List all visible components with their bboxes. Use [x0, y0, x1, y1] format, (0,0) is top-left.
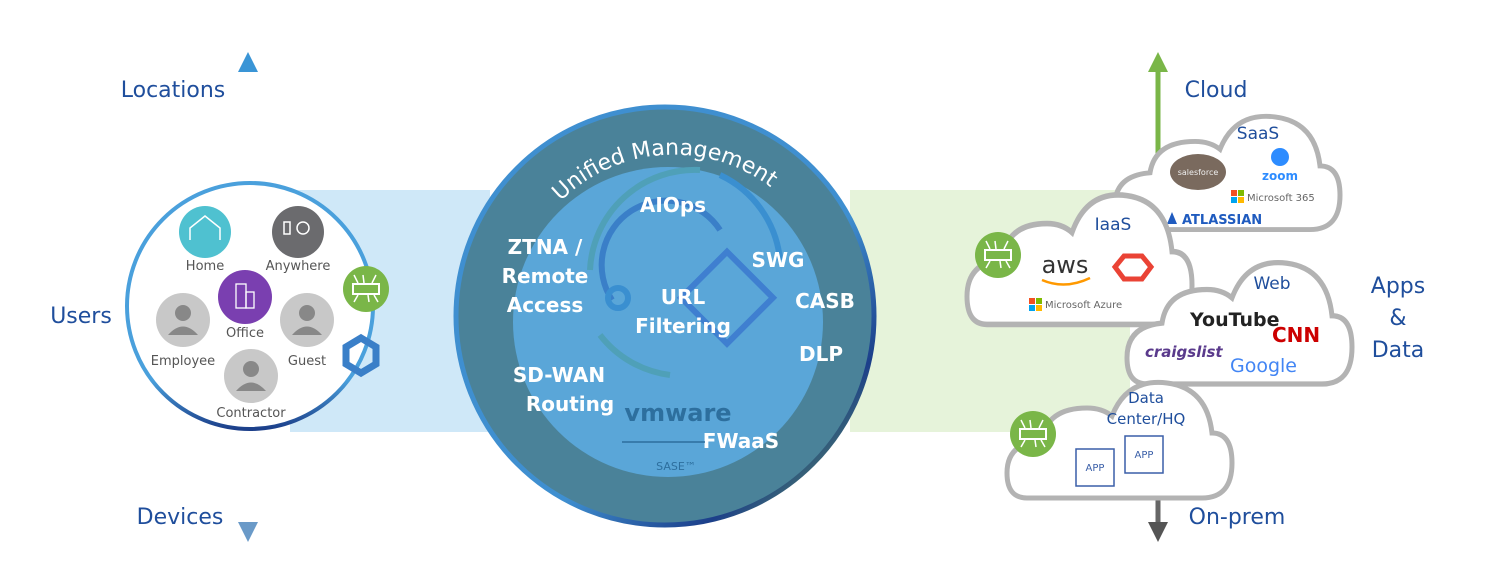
salesforce-text: salesforce [1178, 168, 1219, 177]
arrow-down-icon [1148, 522, 1168, 542]
atlassian-icon [1167, 212, 1177, 224]
web-cloud: Web YouTube CNN craigslist Google [1127, 263, 1352, 384]
workspace-one-icon [342, 333, 380, 378]
devices-label: Devices [137, 505, 224, 530]
zoom-icon [1271, 148, 1289, 166]
microsoft365-logo: Microsoft 365 [1247, 193, 1315, 204]
app-label: APP [1135, 450, 1154, 461]
cnn-logo: CNN [1272, 323, 1320, 347]
sase-logo-sub: SASE™ [656, 460, 696, 473]
contractor-icon [224, 349, 278, 403]
employee-icon [156, 293, 210, 347]
saas-title: SaaS [1237, 124, 1279, 144]
dc-title-1: Data [1128, 389, 1164, 407]
google-cloud-icon [1111, 253, 1155, 282]
contractor-label: Contractor [216, 406, 286, 421]
youtube-logo: YouTube [1189, 309, 1279, 331]
onprem-label: On-prem [1189, 505, 1286, 530]
ztna-label-1: ZTNA / [508, 235, 583, 259]
home-label: Home [186, 259, 224, 274]
ztna-label-3: Access [507, 293, 584, 317]
web-title: Web [1253, 274, 1290, 294]
dlp-label: DLP [799, 342, 843, 366]
anywhere-icon [272, 206, 324, 258]
app-box [1075, 448, 1115, 487]
office-icon [218, 270, 272, 324]
aws-smile-icon [1041, 276, 1091, 286]
app-label: APP [1086, 463, 1105, 474]
home-icon [179, 206, 231, 258]
arrow-up-icon [238, 52, 258, 72]
guest-icon [280, 293, 334, 347]
datacenter-cloud: Data Center/HQ APP APP [1007, 382, 1232, 498]
azure-logo: Microsoft Azure [1045, 300, 1122, 311]
craigslist-logo: craigslist [1145, 343, 1223, 361]
dc-title-2: Center/HQ [1107, 410, 1186, 428]
data-label: Data [1372, 338, 1425, 363]
guest-label: Guest [288, 354, 326, 369]
swg-label: SWG [752, 248, 805, 272]
url-label-1: URL [661, 285, 706, 309]
sdwan-label-1: SD-WAN [513, 363, 605, 387]
iaas-title: IaaS [1095, 215, 1132, 235]
aws-logo: aws [1042, 251, 1089, 279]
atlassian-logo: ATLASSIAN [1182, 213, 1262, 228]
aiops-label: AIOps [640, 193, 706, 217]
zoom-logo: zoom [1262, 169, 1298, 183]
vmware-logo: vmware [624, 399, 731, 427]
arrow-up-icon [1148, 52, 1168, 72]
url-label-2: Filtering [635, 314, 731, 338]
google-logo: Google [1230, 355, 1297, 377]
saas-cloud: SaaS salesforce zoom Microsoft 365 ATLAS… [1115, 116, 1340, 229]
locations-label: Locations [121, 78, 226, 103]
sdwan-label-2: Routing [526, 392, 614, 416]
globe-lock-icon [587, 166, 783, 378]
fwaas-label: FWaaS [703, 429, 779, 453]
anywhere-label: Anywhere [266, 259, 331, 274]
cloud-label: Cloud [1185, 78, 1248, 103]
salesforce-logo [1170, 154, 1226, 190]
iaas-cloud: IaaS aws Microsoft Azure [967, 195, 1192, 324]
ztna-label-2: Remote [502, 264, 589, 288]
apps-label: Apps [1371, 274, 1425, 299]
ampersand-label: & [1389, 306, 1406, 331]
microsoft-icon [1231, 190, 1244, 203]
edge-gateway-icon [1009, 410, 1057, 458]
users-label: Users [50, 304, 112, 329]
office-label: Office [226, 326, 264, 341]
microsoft-icon [1029, 298, 1042, 311]
arrow-down-icon [238, 522, 258, 542]
edge-gateway-icon [342, 265, 390, 313]
casb-label: CASB [795, 289, 855, 313]
employee-label: Employee [151, 354, 215, 369]
app-box [1124, 435, 1164, 474]
sase-core [513, 167, 823, 477]
edge-gateway-icon [974, 231, 1022, 279]
